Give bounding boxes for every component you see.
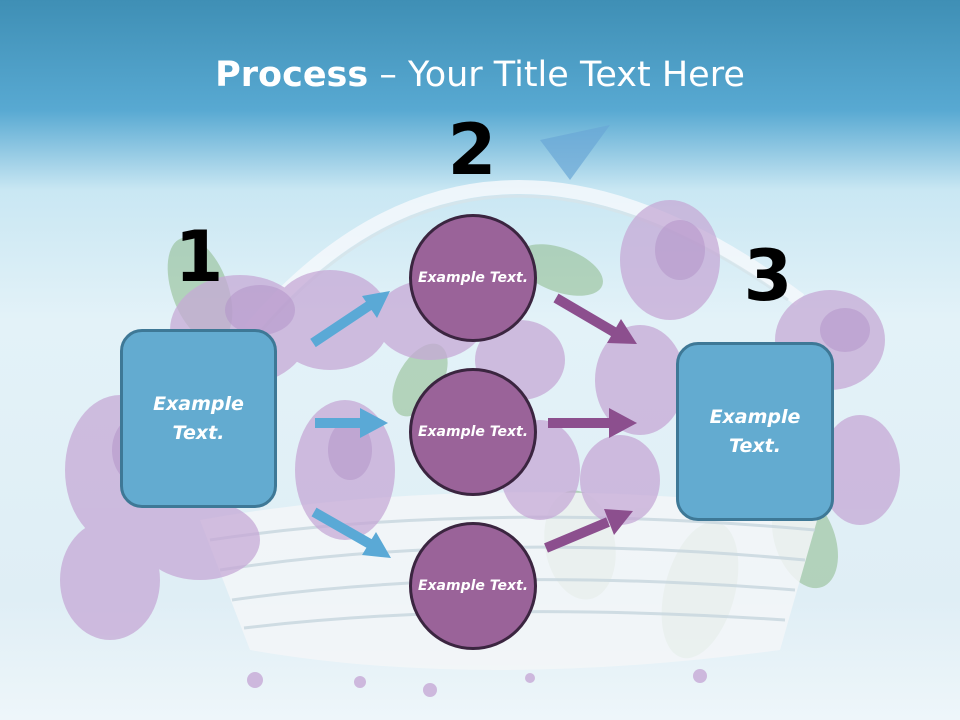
slide-title: Process – Your Title Text Here	[0, 52, 960, 98]
step-number-1: 1	[174, 216, 224, 298]
arrow-box1-to-circle-middle	[315, 408, 388, 438]
arrow-circle-bottom-to-box3	[544, 509, 633, 553]
step-2-circle-bottom: Example Text.	[409, 522, 537, 650]
arrow-box1-to-circle-top	[310, 291, 390, 348]
step-number-2: 2	[447, 109, 497, 191]
step-number-3: 3	[743, 235, 793, 317]
step-2-circle-top: Example Text.	[409, 214, 537, 342]
arrow-circle-middle-to-box3	[548, 408, 637, 438]
step-1-box: Example Text.	[120, 329, 277, 508]
step-2-circle-middle: Example Text.	[409, 368, 537, 496]
title-rest: – Your Title Text Here	[368, 55, 745, 95]
step-3-box: Example Text.	[676, 342, 834, 521]
title-bold: Process	[215, 55, 369, 95]
arrow-box1-to-circle-bottom	[311, 507, 391, 558]
arrow-circle-top-to-box3	[553, 293, 637, 344]
